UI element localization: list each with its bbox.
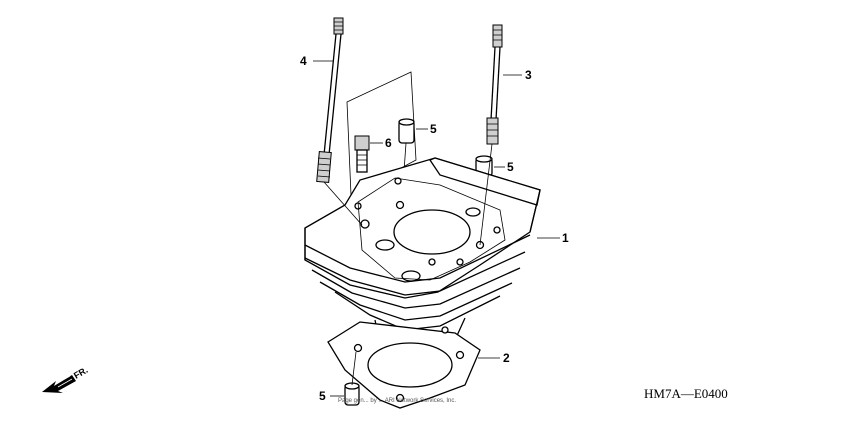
front-arrow-icon	[42, 375, 76, 393]
callout-1: 1	[562, 231, 569, 245]
bolt-6	[354, 135, 370, 173]
callout-5c: 5	[319, 389, 326, 403]
alignment-line	[479, 143, 493, 246]
callout-5b: 5	[507, 160, 514, 174]
stud-bolt-4	[316, 17, 344, 184]
alignment-line	[323, 181, 363, 226]
callout-6: 6	[385, 136, 392, 150]
base-gasket-2	[327, 321, 481, 409]
front-label: FR.	[72, 365, 90, 381]
callout-4: 4	[300, 54, 307, 68]
callout-5a: 5	[430, 122, 437, 136]
alignment-frame	[346, 71, 417, 196]
dowel-pin-5-lower	[344, 351, 360, 406]
credit-text: Page gen... by ... ARI Network Services,…	[338, 398, 456, 404]
stud-bolt-3	[486, 24, 503, 145]
callout-2: 2	[503, 351, 510, 365]
callout-3: 3	[525, 68, 532, 82]
cylinder-block-1	[304, 157, 541, 353]
diagram-code: HM7A—E0400	[644, 386, 728, 401]
